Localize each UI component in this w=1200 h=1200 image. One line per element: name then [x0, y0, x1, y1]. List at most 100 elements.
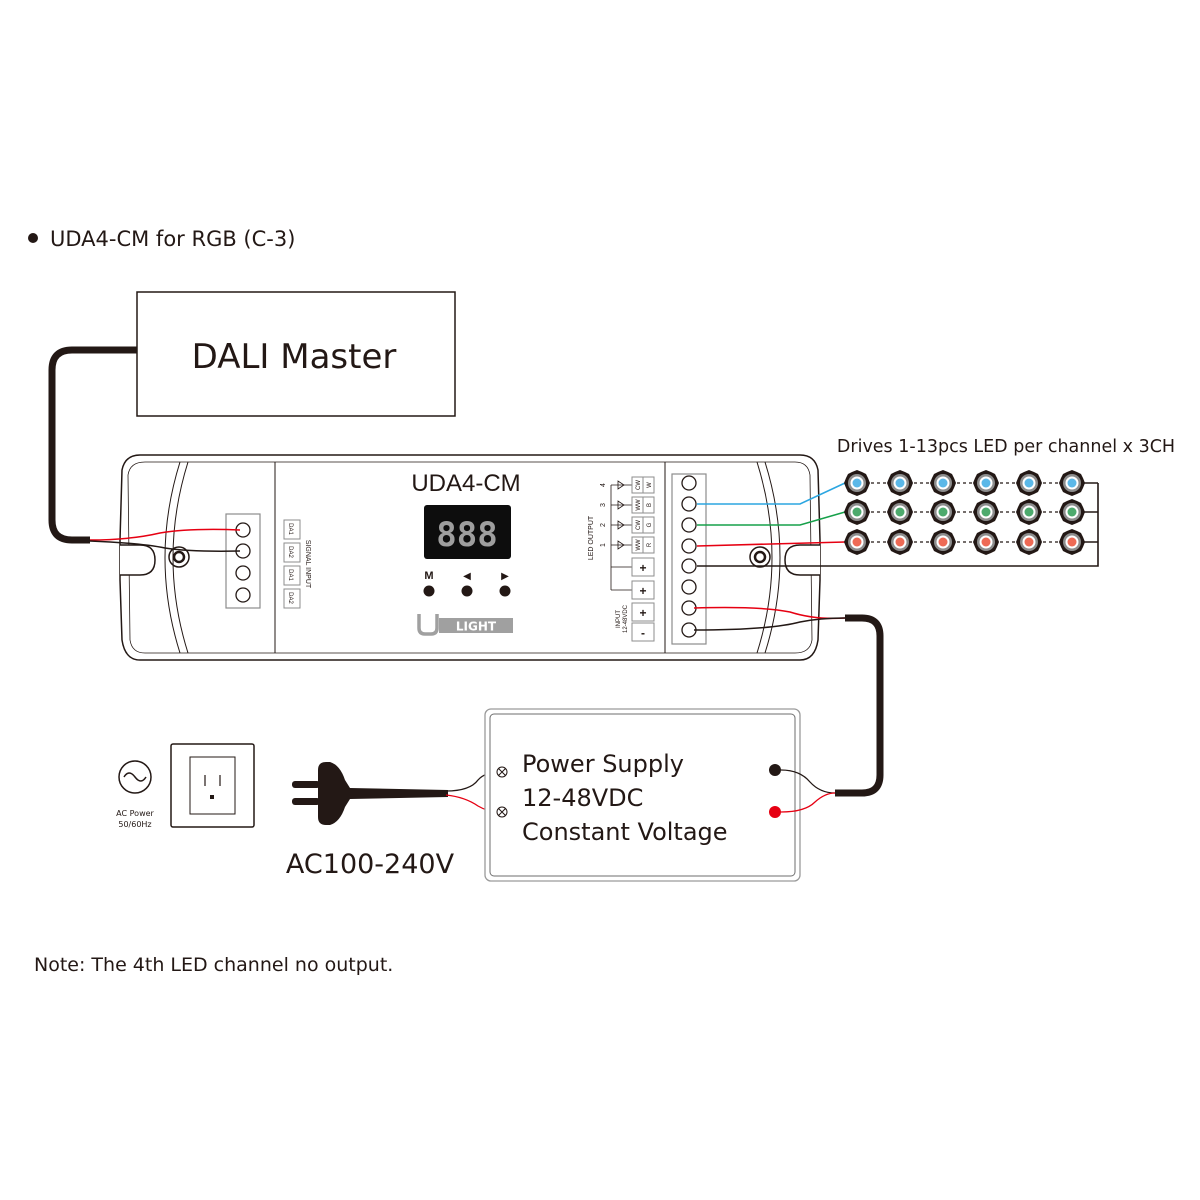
led-chip — [844, 499, 870, 525]
led-chip — [930, 499, 956, 525]
ac-terminal-n — [496, 806, 508, 818]
wire-common-plus — [697, 483, 1099, 567]
dc-wire-black — [780, 769, 836, 794]
dc-terminal-negative[interactable] — [769, 764, 781, 776]
ac-power-label: AC Power — [116, 809, 154, 818]
rgbw-label: G — [647, 522, 653, 527]
heading-text: UDA4-CM for RGB (C-3) — [50, 227, 295, 251]
dali-wire-red — [89, 528, 241, 541]
terminal-da2-b[interactable] — [235, 587, 251, 603]
led-output-labels: LED OUTPUT 4 3 2 1 CW W WW B CW G WW R + — [588, 476, 655, 642]
input-voltage-label: 12-48VDC — [623, 604, 629, 633]
led-chip — [1059, 499, 1085, 525]
power-supply-type: Constant Voltage — [522, 818, 728, 846]
mode-button[interactable] — [423, 585, 435, 597]
ac-frequency-label: 50/60Hz — [118, 820, 151, 829]
led-chip — [930, 529, 956, 555]
led-chip — [844, 529, 870, 555]
rgbw-label: W — [647, 482, 653, 488]
power-supply-box: Power Supply 12-48VDC Constant Voltage — [484, 708, 801, 882]
dali-wire-black — [89, 540, 241, 552]
dali-master-box: DALI Master — [136, 291, 456, 417]
rgbw-label: B — [647, 503, 653, 507]
wire-red — [696, 541, 846, 547]
note-text: Note: The 4th LED channel no output. — [34, 954, 393, 976]
ulight-logo: LIGHT — [417, 614, 513, 636]
led-row-g — [844, 499, 1085, 525]
led-chip — [1016, 499, 1042, 525]
power-supply-title: Power Supply — [522, 750, 684, 778]
da-label: DA2 — [287, 592, 293, 604]
led-chip — [887, 470, 913, 496]
signal-input-terminal — [225, 513, 261, 609]
ac-symbol-icon — [118, 760, 152, 794]
channel-num: 4 — [600, 483, 607, 487]
wire-input-black — [693, 617, 846, 631]
led-chip — [887, 499, 913, 525]
terminal-ch4[interactable] — [681, 475, 697, 491]
terminal-da1-b[interactable] — [235, 565, 251, 581]
led-row-b — [844, 470, 1085, 496]
led-chip — [973, 499, 999, 525]
led-chip — [1059, 470, 1085, 496]
cct-label: CW — [636, 480, 642, 490]
dc-wire-red — [780, 792, 836, 813]
cct-label: CW — [636, 520, 642, 530]
led-chip — [930, 470, 956, 496]
led-chip — [1016, 529, 1042, 555]
dc-terminal-positive[interactable] — [769, 806, 781, 818]
terminal-ch3[interactable] — [681, 496, 697, 512]
common-plus-label: + — [639, 561, 646, 575]
signal-input-labels: DA1 DA2 DA1 DA2 SIGNAL INPUT — [283, 519, 311, 609]
controller-model: UDA4-CM — [411, 470, 520, 497]
mounting-slot-left — [120, 544, 156, 576]
bullet-icon — [28, 233, 38, 243]
ac-power: AC Power 50/60Hz — [116, 760, 155, 829]
input-minus-label: - — [641, 626, 645, 640]
terminal-ch2[interactable] — [681, 517, 697, 533]
display-digits: 888 — [436, 515, 497, 555]
cct-label: WW — [636, 499, 642, 511]
led-row-r — [844, 529, 1085, 555]
dc-cable — [835, 614, 884, 797]
terminal-input-plus[interactable] — [681, 600, 697, 616]
terminal-input-minus[interactable] — [681, 622, 697, 638]
input-plus-label: + — [639, 606, 646, 620]
terminal-ch1[interactable] — [681, 538, 697, 554]
screw-left — [168, 546, 190, 568]
mode-button-label: M — [424, 570, 433, 582]
common-plus-label: + — [639, 584, 646, 598]
led-array-caption: Drives 1-13pcs LED per channel x 3CH — [837, 437, 1175, 457]
rgbw-label: R — [647, 542, 653, 547]
power-plug-icon — [292, 762, 448, 825]
da-label: DA1 — [287, 523, 293, 535]
led-chip — [1059, 529, 1085, 555]
ac-voltage-label: AC100-240V — [286, 849, 455, 880]
led-chip — [1016, 470, 1042, 496]
channel-num: 3 — [600, 503, 607, 507]
left-button[interactable] — [461, 585, 473, 597]
led-array — [844, 470, 1085, 555]
dali-bus-cable — [48, 346, 137, 544]
terminal-common-plus[interactable] — [681, 558, 697, 574]
left-arrow-icon: ◀ — [463, 571, 471, 582]
cct-label: WW — [636, 539, 642, 551]
mounting-slot-right — [784, 544, 820, 576]
channel-num: 1 — [600, 543, 607, 547]
right-button[interactable] — [499, 585, 511, 597]
screw-right — [749, 546, 771, 568]
da-label: DA1 — [287, 569, 293, 581]
led-chip — [973, 529, 999, 555]
brand-text: LIGHT — [456, 620, 497, 634]
seven-segment-display: 888 — [424, 505, 511, 559]
right-arrow-icon: ▶ — [501, 571, 509, 582]
heading: UDA4-CM for RGB (C-3) — [28, 227, 295, 251]
ac-terminal-l — [496, 766, 508, 778]
output-terminal-block — [671, 473, 707, 645]
led-chip — [887, 529, 913, 555]
wall-outlet-icon — [170, 743, 255, 828]
channel-num: 2 — [600, 523, 607, 527]
terminal-common-plus-2[interactable] — [681, 579, 697, 595]
power-supply-voltage: 12-48VDC — [522, 784, 643, 812]
